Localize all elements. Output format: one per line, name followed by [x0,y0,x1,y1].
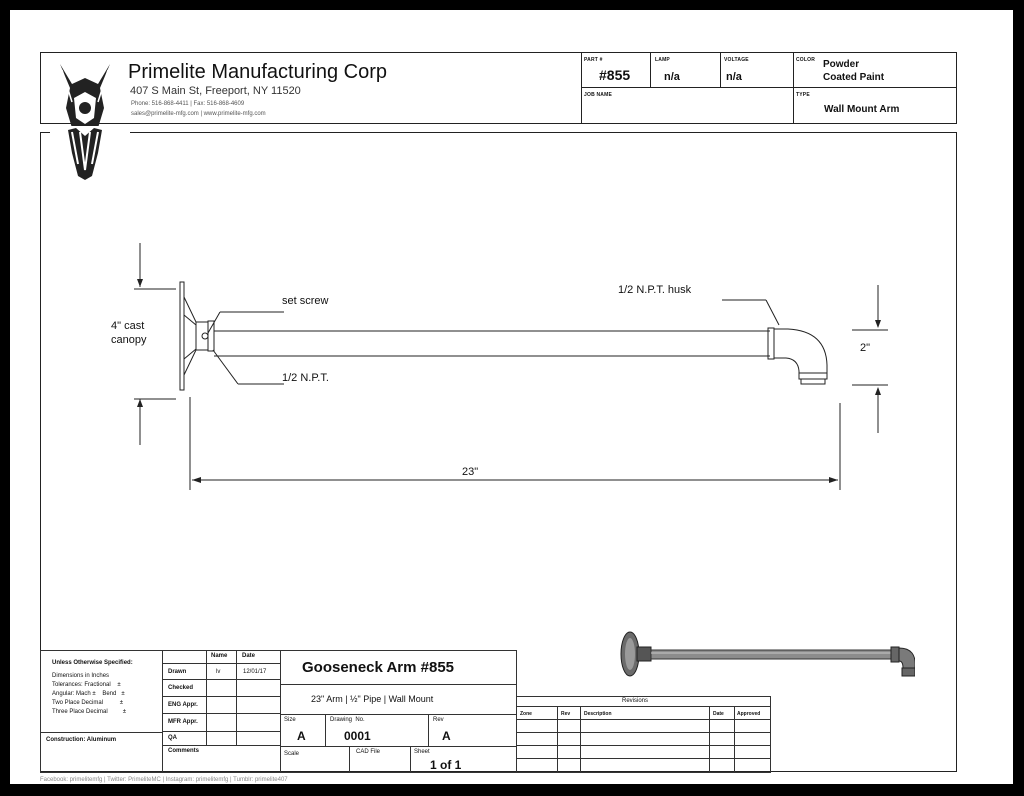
rev-cell [734,745,771,759]
revisions-title: Revisions [622,698,649,704]
eng-label: ENG Appr. [168,702,198,708]
drawn-label: Drawn [168,669,187,675]
sheet-value: 1 of 1 [430,758,462,772]
rev-cell [709,745,735,759]
logo-lower [68,128,102,180]
rev-cell [516,732,558,746]
height-dimension: 2" [860,342,871,354]
main-frame [40,132,957,772]
length-dimension: 23" [462,466,479,478]
rev-cell [580,745,710,759]
rev-cell [516,719,558,733]
rev-cell [734,732,771,746]
color-value-1: Powder [823,59,860,70]
rev-cell [580,758,710,773]
rev-col-approved: Approved [737,711,761,717]
construction-label: Construction: Aluminum [46,737,117,743]
rev-cell [557,745,581,759]
eng-name-cell [206,696,237,714]
company-web: sales@primelite-mfg.com | www.primelite-… [131,111,266,117]
rev-cell [709,732,735,746]
mfr-name-cell [206,713,237,732]
drawing-no-value: 0001 [344,729,371,743]
drawn-name-cell [206,663,237,680]
sheet-label: Sheet [414,749,430,755]
part-label: PART # [584,57,603,63]
npt-label: 1/2 N.P.T. [282,372,329,384]
type-label: TYPE [796,92,810,98]
spec-line-1: Dimensions in Inches [52,673,110,679]
comments-label: Comments [168,748,200,754]
rev-col-zone: Zone [520,711,532,717]
checked-name-cell [206,679,237,697]
canopy-label-2: canopy [111,334,147,346]
spec-line-5: Three Place Decimal ± [52,709,126,715]
qa-label: QA [168,735,177,741]
drawing-no-label: Drawing No. [330,717,365,723]
color-value-2: Coated Paint [823,72,885,83]
date-header: Date [242,653,256,659]
rev-cell [580,732,710,746]
job-label: JOB NAME [584,92,612,98]
rev-cell [709,719,735,733]
cad-label: CAD File [356,749,381,755]
rev-cell [709,758,735,773]
type-value: Wall Mount Arm [824,104,900,115]
company-address: 407 S Main St, Freeport, NY 11520 [130,85,301,97]
spec-line-3: Angular: Mach ± Bend ± [52,691,125,697]
qa-date-cell [236,731,281,746]
color-label: COLOR [796,57,816,63]
product-photo [620,631,915,677]
scale-label: Scale [284,751,300,757]
size-label: Size [284,717,296,723]
canopy-label-1: 4" cast [111,320,145,332]
rev-cell [734,719,771,733]
voltage-value: n/a [726,71,742,83]
rev-cell [557,732,581,746]
spec-line-2: Tolerances: Fractional ± [52,682,121,688]
husk-label: 1/2 N.P.T. husk [618,284,692,296]
drawing-subtitle: 23" Arm | ½" Pipe | Wall Mount [311,694,434,704]
lamp-label: LAMP [655,57,670,63]
qa-name-cell [206,731,237,746]
rev-value: A [442,729,451,743]
company-phone: Phone: 516-868-4411 | Fax: 516-868-4609 [131,101,245,107]
rev-cell [557,719,581,733]
set-screw-label: set screw [282,295,329,307]
arm-technical-drawing [134,243,888,490]
job-cell [581,87,794,124]
type-cell [793,87,957,124]
drawing-sheet: Primelite Manufacturing Corp 407 S Main … [10,10,1013,784]
rev-cell [580,719,710,733]
mfr-date-cell [236,713,281,732]
drawing-title: Gooseneck Arm #855 [302,659,455,676]
drawn-date: 12/01/17 [243,669,267,675]
checked-label: Checked [168,685,194,691]
company-name: Primelite Manufacturing Corp [128,61,387,83]
mfr-label: MFR Appr. [168,719,198,725]
approvals-corner [162,650,207,664]
spec-title: Unless Otherwise Specified: [52,660,133,666]
voltage-label: VOLTAGE [724,57,749,63]
eng-date-cell [236,696,281,714]
rev-cell [516,758,558,773]
rev-label: Rev [433,717,444,723]
name-header: Name [211,653,228,659]
spec-line-4: Two Place Decimal ± [52,700,123,706]
rev-cell [557,758,581,773]
checked-date-cell [236,679,281,697]
rev-col-date: Date [713,711,724,717]
social-footer: Facebook: primelitemfg | Twitter: Primel… [40,777,288,783]
rev-col-rev: Rev [561,711,571,717]
rev-cell [516,745,558,759]
rev-cell [734,758,771,773]
lamp-value: n/a [664,71,680,83]
size-value: A [297,729,306,743]
drawn-name: lv [216,669,221,675]
part-number: #855 [599,67,631,83]
rev-col-description: Description [584,711,612,717]
